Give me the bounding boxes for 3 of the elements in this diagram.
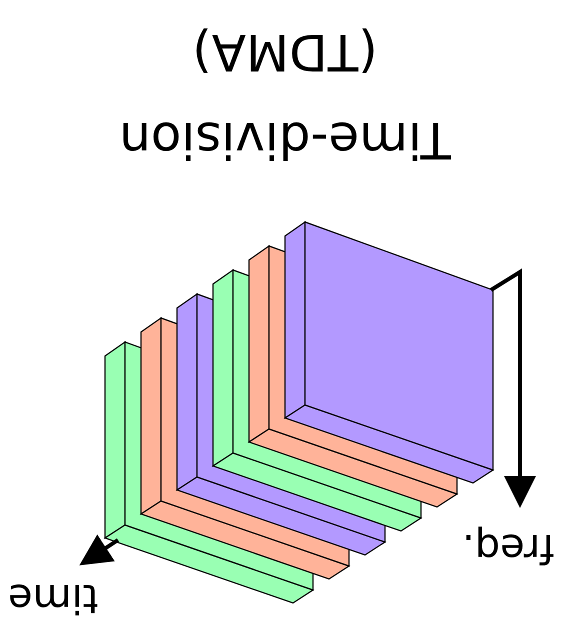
title: Time-division (TDMA): [118, 22, 452, 171]
axis-label: time: [8, 575, 98, 621]
axis-label: freq.: [462, 525, 554, 571]
